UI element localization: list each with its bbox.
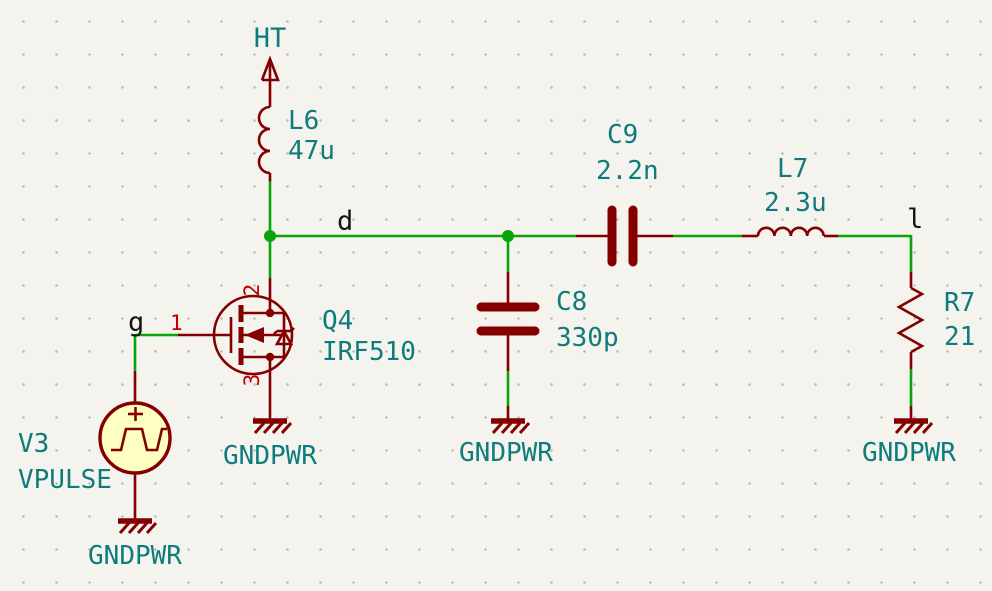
ref-c9[interactable]: C9 <box>607 120 638 150</box>
component-l7[interactable]: L7 2.3u <box>742 154 838 238</box>
junction-dot-c8[interactable] <box>502 230 514 242</box>
net-label-g[interactable]: g <box>128 307 144 338</box>
ground-symbol-r7[interactable]: GNDPWR <box>862 406 956 468</box>
body-diode-wing-left <box>273 330 278 335</box>
ground-hatch <box>509 421 522 435</box>
gnd-label-v3[interactable]: GNDPWR <box>88 541 182 571</box>
value-c8[interactable]: 330p <box>556 323 619 353</box>
ground-symbol-q4[interactable]: GNDPWR <box>223 418 317 471</box>
power-arrow-icon <box>260 55 280 82</box>
gnd-label-c8[interactable]: GNDPWR <box>459 438 553 468</box>
net-label-l[interactable]: l <box>907 204 923 235</box>
gnd-label-q4[interactable]: GNDPWR <box>223 441 317 471</box>
pin-number-source: 3 <box>240 374 264 387</box>
ground-hatch <box>518 421 531 435</box>
ref-r7[interactable]: R7 <box>944 288 975 318</box>
body-diode-triangle <box>274 328 294 346</box>
source-node-dot <box>265 352 275 362</box>
ground-hatch <box>894 421 907 435</box>
body-diode-wing-right <box>290 327 295 332</box>
ground-hatch <box>921 421 934 435</box>
ground-hatch <box>280 421 293 435</box>
drain-node-dot <box>265 308 275 318</box>
power-net-label[interactable]: HT <box>254 23 287 54</box>
value-c9[interactable]: 2.2n <box>596 156 659 186</box>
ref-l7[interactable]: L7 <box>777 154 808 184</box>
bulk-arrow-icon <box>245 327 264 343</box>
component-q4[interactable]: 1 2 3 Q4 IRF510 <box>170 278 416 419</box>
pin-number-drain: 2 <box>240 284 264 297</box>
value-v3[interactable]: VPULSE <box>18 465 112 495</box>
ground-hatch <box>253 421 266 435</box>
net-label-d[interactable]: d <box>337 206 353 237</box>
inductor-coil <box>756 226 825 237</box>
ground-hatch <box>912 421 925 435</box>
ref-l6[interactable]: L6 <box>288 106 319 136</box>
ground-hatch <box>145 521 158 535</box>
component-l6[interactable]: L6 47u <box>257 105 335 181</box>
power-symbol-ht[interactable]: HT <box>254 23 287 107</box>
value-l7[interactable]: 2.3u <box>764 188 827 218</box>
value-l6[interactable]: 47u <box>288 136 335 166</box>
ref-c8[interactable]: C8 <box>556 287 587 317</box>
ground-symbol-v3[interactable]: GNDPWR <box>88 518 182 571</box>
component-c9[interactable]: C9 2.2n <box>576 120 673 267</box>
ground-hatch <box>903 421 916 435</box>
wires <box>133 180 913 406</box>
component-c8[interactable]: C8 330p <box>476 272 619 371</box>
ground-hatch <box>271 421 284 435</box>
component-v3[interactable]: V3 VPULSE <box>18 371 172 519</box>
ground-hatch <box>136 521 149 535</box>
pin-number-gate: 1 <box>170 311 183 335</box>
ground-hatch <box>262 421 275 435</box>
component-r7[interactable]: R7 21 <box>896 272 975 369</box>
ref-v3[interactable]: V3 <box>18 429 49 459</box>
ref-q4[interactable]: Q4 <box>322 306 353 336</box>
ground-symbol-c8[interactable]: GNDPWR <box>459 406 553 468</box>
ground-hatch <box>500 421 513 435</box>
inductor-coil <box>257 105 271 175</box>
value-r7[interactable]: 21 <box>944 322 975 352</box>
value-q4[interactable]: IRF510 <box>322 337 416 367</box>
ground-hatch <box>118 521 131 535</box>
ground-hatch <box>491 421 504 435</box>
junction-dot-drain[interactable] <box>264 230 276 242</box>
ground-hatch <box>127 521 140 535</box>
gnd-label-r7[interactable]: GNDPWR <box>862 438 956 468</box>
resistor-zigzag <box>896 286 925 354</box>
pulse-waveform-icon <box>111 427 167 452</box>
